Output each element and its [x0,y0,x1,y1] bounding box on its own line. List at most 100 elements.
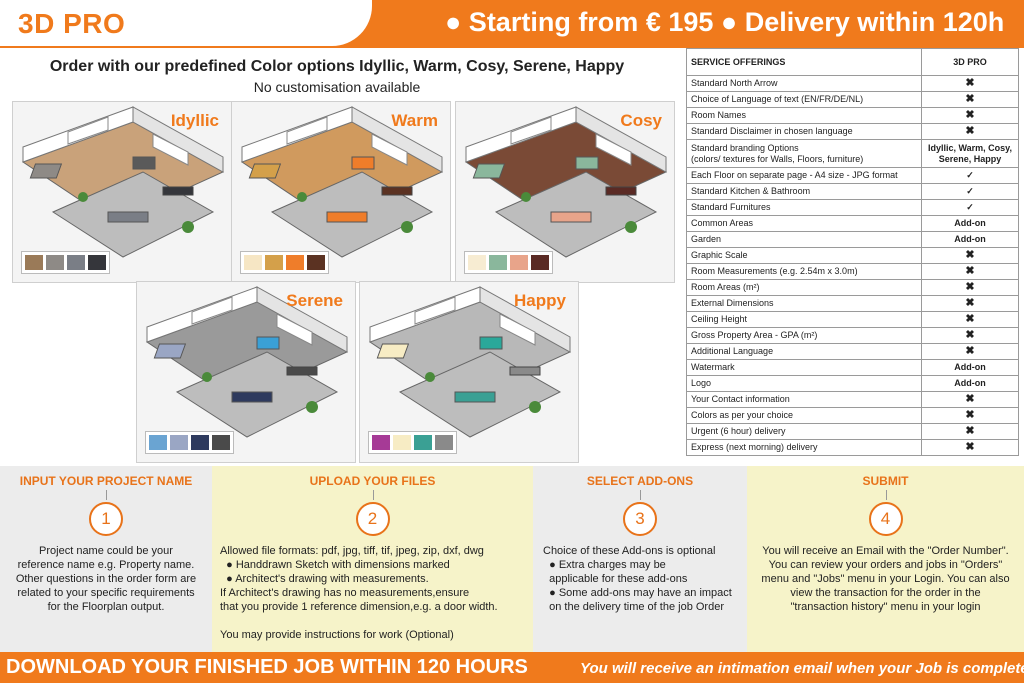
service-availability: ✖ [921,279,1019,296]
table-row: Express (next morning) delivery ✖ [686,439,1019,456]
service-label: Common Areas [686,215,922,232]
service-availability: ✖ [921,75,1019,92]
table-row: Room Areas (m²) ✖ [686,279,1019,296]
footer-bar [0,652,1024,683]
service-label-text: Graphic Scale [691,250,748,260]
step-description-line: on the delivery time of the job Order [543,601,724,613]
step-description-line: Choice of these Add-ons is optional [543,545,716,557]
cross-icon: ✖ [965,93,975,105]
step-description-line: menu and "Jobs" menu in your Login. You … [761,573,1010,585]
table-row: Standard branding Options(colors/ textur… [686,139,1019,168]
cross-icon: ✖ [965,441,975,453]
floorplan-illustration [21,106,225,258]
color-swatches [21,251,110,274]
service-availability: ✖ [921,423,1019,440]
service-label: Watermark [686,359,922,376]
service-label-text: Additional Language [691,346,774,356]
color-swatches [368,431,457,454]
availability-text: Add-on [954,362,986,372]
check-icon: ✓ [966,186,974,196]
brand-tab [0,0,372,46]
step-connector [640,490,641,500]
service-label-text: Standard Disclaimer in chosen language [691,126,853,136]
palette-card-serene: Serene [136,281,356,463]
price-delivery-tagline: ● Starting from € 195 ● Delivery within … [445,7,1005,37]
service-label: Express (next morning) delivery [686,439,922,456]
color-swatches [464,251,553,274]
table-row: Common Areas Add-on [686,215,1019,232]
service-availability: ✖ [921,343,1019,360]
floorplan-illustration [240,106,444,258]
color-swatch [286,255,304,270]
cross-icon: ✖ [965,265,975,277]
service-label-text: Express (next morning) delivery [691,442,818,452]
service-label-text: Colors as per your choice [691,410,794,420]
cross-icon: ✖ [965,297,975,309]
service-label: Logo [686,375,922,392]
service-label-text: Common Areas [691,218,754,228]
step-description-line: You may provide instructions for work (O… [220,629,454,641]
service-label-text: Choice of Language of text (EN/FR/DE/NL) [691,94,864,104]
color-swatch [46,255,64,270]
color-swatches [145,431,234,454]
service-label: Room Areas (m²) [686,279,922,296]
step-number-badge: 1 [89,502,123,536]
service-label-text: External Dimensions [691,298,774,308]
availability-text: Add-on [954,218,986,228]
service-availability: ✖ [921,391,1019,408]
step-connector [372,490,374,500]
palette-name: Warm [391,111,438,130]
step-description-line: ● Architect's drawing with measurements. [220,573,429,585]
table-row: Room Measurements (e.g. 2.54m x 3.0m)✖ [686,263,1019,280]
service-availability: ✓ [921,167,1019,184]
step-number-badge: 2 [355,502,390,536]
palette-name: Serene [286,291,343,310]
table-row: Standard Kitchen & Bathroom ✓ [686,183,1019,200]
table-row: Standard Furnitures✓ [686,199,1019,216]
service-label-text: Garden [691,234,722,244]
service-label-text: Standard Kitchen & Bathroom [691,186,811,196]
color-swatch [372,435,390,450]
step-description-line [220,614,533,628]
cross-icon: ✖ [965,425,975,437]
service-label: Additional Language [686,343,922,360]
brand-title: 3D PRO [18,8,126,39]
cross-icon: ✖ [965,77,975,89]
color-swatch [149,435,167,450]
service-availability: Add-on [921,231,1019,248]
service-availability: ✖ [921,327,1019,344]
service-availability: Add-on [921,215,1019,232]
step-description-line: "transaction history" menu in your login [790,601,981,613]
service-availability: ✖ [921,107,1019,124]
color-swatch [170,435,188,450]
color-swatch [393,435,411,450]
check-icon: ✓ [966,170,974,180]
step-title: UPLOAD YOUR FILES [309,474,436,488]
service-label: Urgent (6 hour) delivery [686,423,922,440]
color-swatch [265,255,283,270]
color-swatch [244,255,262,270]
step-description-line: You will receive an Email with the "Orde… [762,545,1009,557]
step-description-line: related to your specific requirements [17,587,195,599]
color-swatch [25,255,43,270]
service-label: Standard branding Options(colors/ textur… [686,139,922,168]
color-swatch [489,255,507,270]
color-swatch [414,435,432,450]
service-label: Colors as per your choice [686,407,922,424]
table-row: Room Names✖ [686,107,1019,124]
step-description-line: applicable for these add-ons [543,573,688,585]
service-label: Graphic Scale [686,247,922,264]
palette-name: Cosy [620,111,662,130]
service-label: Garden [686,231,922,248]
cross-icon: ✖ [965,281,975,293]
step-title: SELECT ADD-ONS [586,474,694,488]
availability-text-2: Serene, Happy [938,153,1002,164]
service-label: Gross Property Area - GPA (m²) [686,327,922,344]
service-label-text: Standard Furnitures [691,202,771,212]
step-connector [885,490,887,500]
service-availability: ✖ [921,247,1019,264]
